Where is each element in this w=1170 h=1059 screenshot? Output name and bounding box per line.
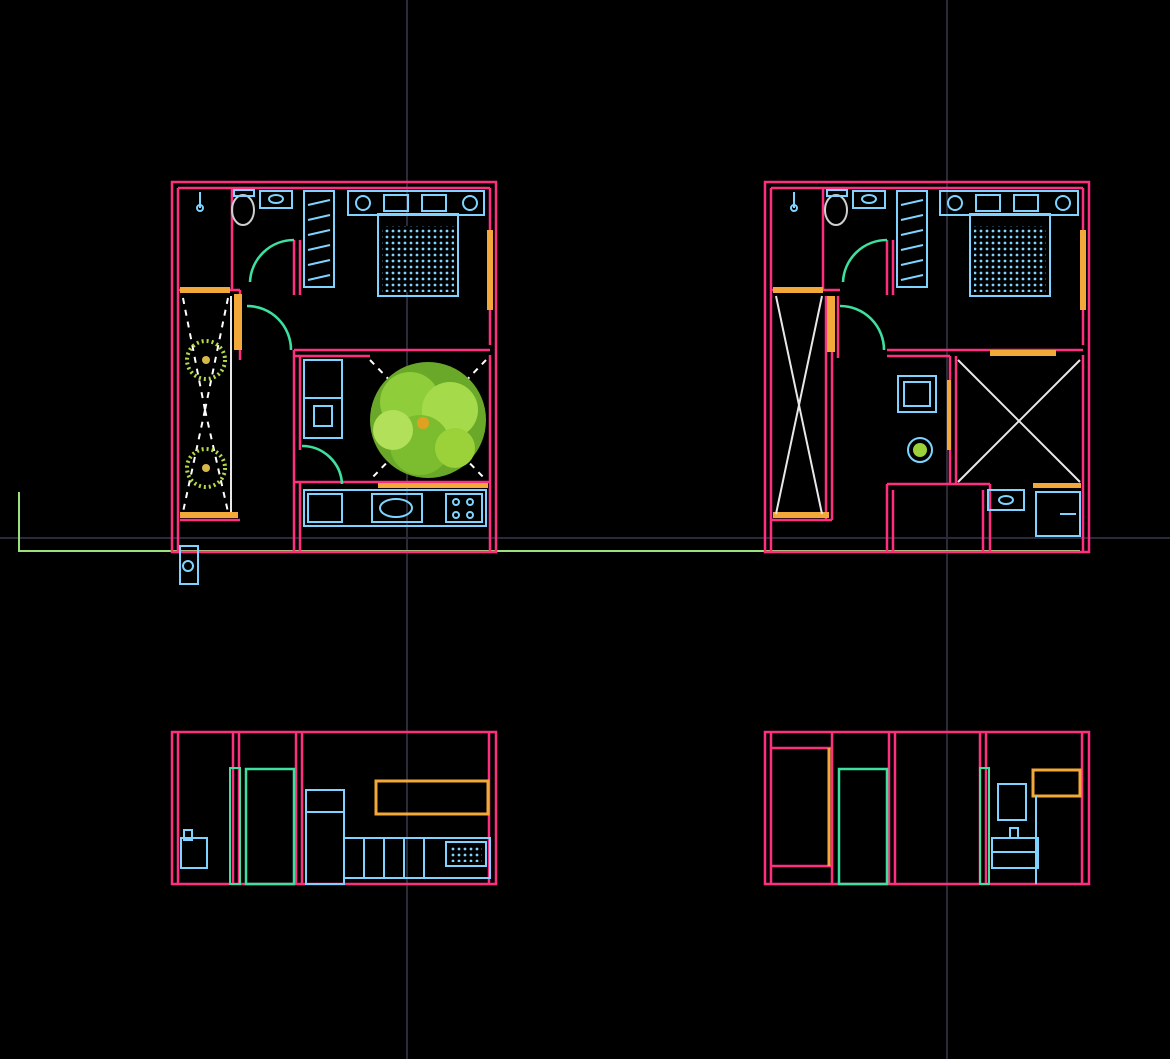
- window-elevation: [374, 779, 490, 816]
- toilet-icon: [1035, 491, 1081, 537]
- door-elevation: [244, 767, 296, 886]
- window: [180, 287, 230, 293]
- window: [378, 483, 488, 488]
- window: [827, 296, 835, 352]
- window: [234, 294, 242, 350]
- wardrobe-icon: [896, 190, 928, 288]
- floor-plan-left[interactable]: [170, 180, 498, 585]
- window: [1033, 483, 1081, 488]
- bed-icon: [939, 190, 1079, 297]
- door-elevation: [837, 767, 889, 886]
- fridge-icon: [305, 789, 345, 885]
- armchair-icon: [897, 375, 937, 413]
- door-swing: [301, 444, 344, 485]
- open-void-left: [775, 295, 823, 515]
- shower-icon: [196, 192, 204, 212]
- floor-plan-right[interactable]: [763, 180, 1091, 554]
- window: [773, 287, 823, 293]
- kitchen-cabinets: [343, 837, 491, 879]
- sink-icon: [259, 190, 293, 209]
- plant-icon: [907, 437, 933, 463]
- fridge-icon: [303, 359, 343, 439]
- shower-icon: [790, 192, 798, 212]
- kitchen-counter: [303, 489, 487, 527]
- ground-line: [18, 492, 1080, 552]
- window: [1080, 230, 1086, 310]
- open-void-right: [957, 359, 1081, 483]
- wardrobe-icon: [303, 190, 335, 288]
- toilet-icon: [180, 829, 208, 869]
- side-corridor: [182, 296, 232, 513]
- door-swing: [839, 304, 886, 351]
- bed-icon: [347, 190, 485, 297]
- window: [180, 512, 238, 518]
- door-swing: [841, 238, 888, 283]
- tree-icon: [369, 359, 487, 481]
- sink-icon: [852, 190, 886, 209]
- window: [990, 350, 1056, 356]
- door-swing: [248, 238, 295, 283]
- toilet-icon: [824, 189, 848, 226]
- outlet-icon: [179, 545, 199, 585]
- elevation-left[interactable]: [170, 730, 498, 886]
- window: [773, 512, 829, 518]
- vanity-icon: [991, 783, 1039, 869]
- toilet-icon: [231, 189, 255, 226]
- door-swing: [246, 304, 293, 351]
- elevation-right[interactable]: [763, 730, 1091, 886]
- window-elevation: [1031, 768, 1082, 798]
- sink-icon: [987, 489, 1025, 511]
- window: [487, 230, 493, 310]
